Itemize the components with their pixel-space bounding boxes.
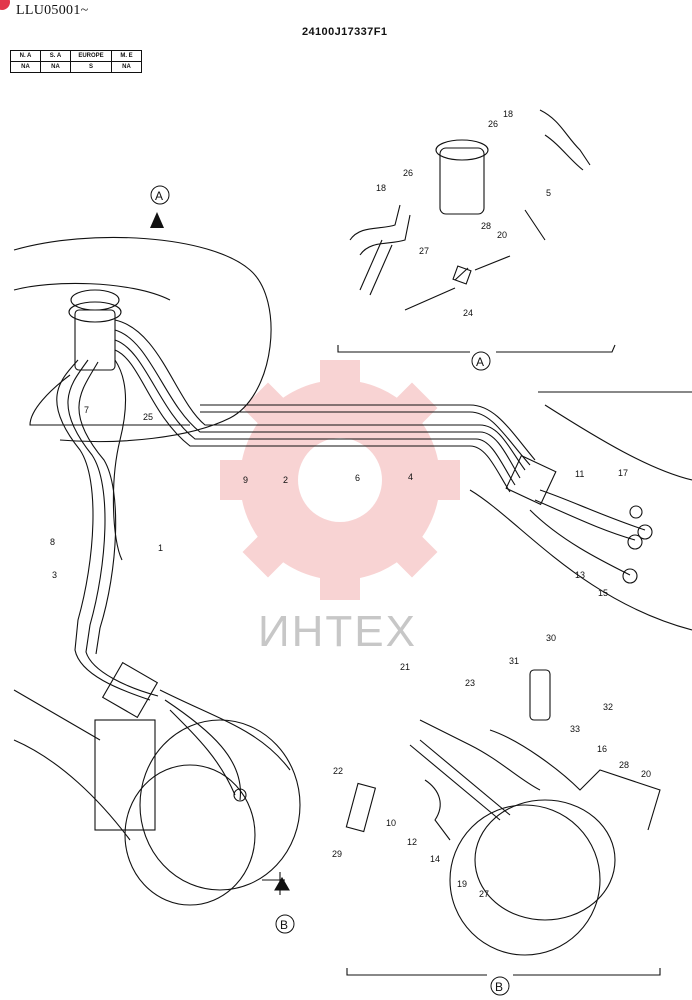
view-a-arrow <box>150 212 164 228</box>
detail-a-caption: A <box>476 355 484 369</box>
callout-14: 14 <box>430 854 440 864</box>
callout-20b: 20 <box>641 769 651 779</box>
callout-15: 15 <box>598 588 608 598</box>
callout-28a: 28 <box>481 221 491 231</box>
callout-1: 1 <box>158 543 163 553</box>
callout-21: 21 <box>400 662 410 672</box>
callout-23: 23 <box>465 678 475 688</box>
corner-marker <box>0 0 10 10</box>
callout-4: 4 <box>408 472 413 482</box>
region-value-sa: NA <box>40 61 71 73</box>
view-a-label: A <box>155 189 163 203</box>
detail-b-caption: B <box>495 980 503 994</box>
callout-3: 3 <box>52 570 57 580</box>
region-applicability-table: N. A S. A EUROPE M. E NA NA S NA <box>10 50 142 73</box>
watermark-text: ИНТЕХ <box>258 607 417 656</box>
travel-motor-right <box>449 804 601 956</box>
callout-30: 30 <box>546 633 556 643</box>
callout-26a: 26 <box>488 119 498 129</box>
callout-18a: 18 <box>503 109 513 119</box>
callout-13: 13 <box>575 570 585 580</box>
part-number: 24100J17337F1 <box>302 26 388 38</box>
callout-labels: 1 2 3 4 5 6 7 8 9 10 11 12 13 14 15 16 1… <box>50 109 651 899</box>
callout-17: 17 <box>618 468 628 478</box>
callout-22: 22 <box>333 766 343 776</box>
callout-20a: 20 <box>497 230 507 240</box>
detail-b-block <box>529 669 551 721</box>
callout-6: 6 <box>355 473 360 483</box>
callout-9: 9 <box>243 475 248 485</box>
serial-range: LLU05001~ <box>16 3 89 18</box>
callout-12: 12 <box>407 837 417 847</box>
detail-a-swivel <box>435 139 489 161</box>
callout-27a: 27 <box>419 246 429 256</box>
callout-25: 25 <box>143 412 153 422</box>
callout-28b: 28 <box>619 760 629 770</box>
callout-26b: 26 <box>403 168 413 178</box>
callout-32: 32 <box>603 702 613 712</box>
callout-29: 29 <box>332 849 342 859</box>
callout-19: 19 <box>457 879 467 889</box>
upper-frame-outline <box>13 236 272 443</box>
callout-7: 7 <box>84 405 89 415</box>
callout-5: 5 <box>546 188 551 198</box>
callout-24: 24 <box>463 308 473 318</box>
region-value-me: NA <box>111 61 142 73</box>
travel-motor-left <box>124 764 256 906</box>
callout-33: 33 <box>570 724 580 734</box>
callout-31: 31 <box>509 656 519 666</box>
callout-8: 8 <box>50 537 55 547</box>
lower-manifold-block <box>101 661 159 719</box>
callout-18b: 18 <box>376 183 386 193</box>
callout-11: 11 <box>575 469 584 479</box>
callout-16: 16 <box>597 744 607 754</box>
region-value-europe: S <box>70 61 112 73</box>
swivel-joint <box>74 309 116 371</box>
watermark-gear-logo <box>220 360 460 600</box>
callout-27b: 27 <box>479 889 489 899</box>
callout-2: 2 <box>283 475 288 485</box>
callout-10: 10 <box>386 818 396 828</box>
view-b-label: B <box>280 918 288 932</box>
